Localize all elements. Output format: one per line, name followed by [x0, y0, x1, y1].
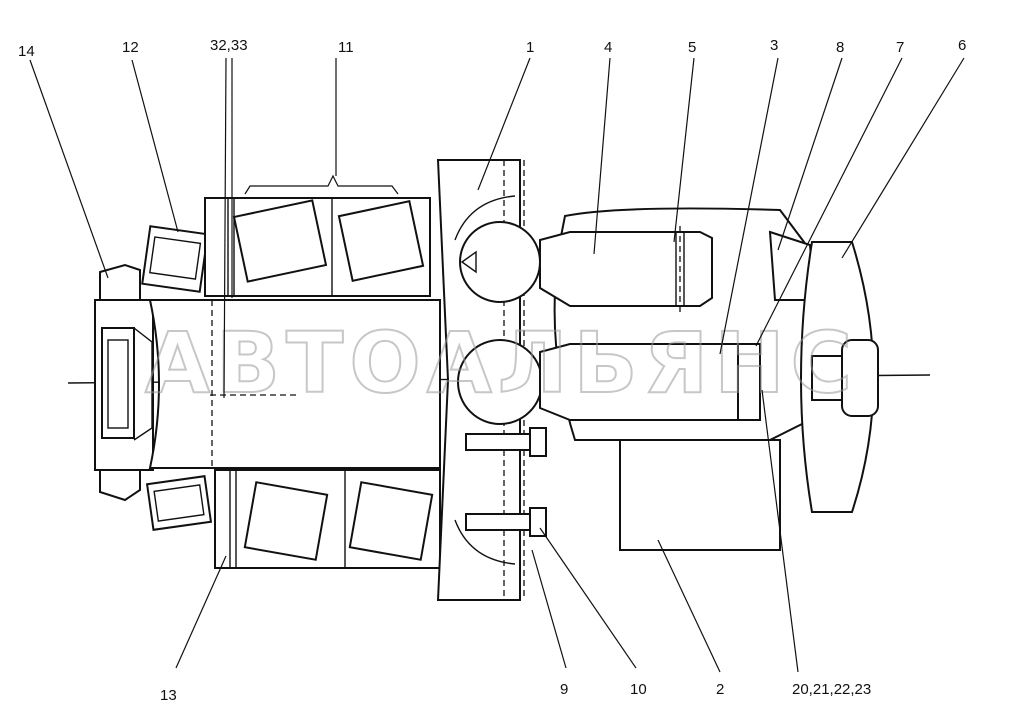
- callout-12: 12: [122, 39, 139, 56]
- leader-7: [755, 57, 903, 347]
- callout-2: 2: [716, 681, 724, 698]
- bearing-housing-upper: [204, 197, 431, 297]
- leader-5: [673, 57, 695, 243]
- flange-bolt-lower: [465, 507, 547, 537]
- leader-1: [477, 57, 531, 191]
- flange-bolt-upper: [465, 427, 547, 457]
- leader-9: [531, 549, 567, 669]
- brace-11: [244, 174, 399, 195]
- callout-14: 14: [18, 43, 35, 60]
- callout-6: 6: [958, 37, 966, 54]
- piston-lower: [539, 343, 761, 421]
- drive-shaft: [148, 299, 441, 469]
- piston-upper: [539, 226, 713, 312]
- leader-20-23: [761, 389, 799, 673]
- callout-4: 4: [604, 39, 612, 56]
- callout-9: 9: [560, 681, 568, 698]
- leader-3: [719, 57, 779, 355]
- callout-3: 3: [770, 37, 778, 54]
- callout-32-33: 32,33: [210, 37, 248, 54]
- callout-11: 11: [338, 39, 354, 56]
- callout-5: 5: [688, 39, 696, 56]
- callout-10: 10: [630, 681, 647, 698]
- end-cover: [800, 241, 879, 513]
- leader-13: [175, 555, 227, 669]
- ball-joint-upper: [459, 221, 541, 303]
- bearing-12-upper: [141, 225, 209, 293]
- leader-10: [539, 527, 637, 669]
- leader-4: [593, 57, 611, 255]
- leader-14: [29, 59, 109, 279]
- shaft-end-nut: [94, 263, 154, 502]
- leader-2: [657, 539, 721, 673]
- callout-1: 1: [526, 39, 534, 56]
- leader-8: [777, 57, 843, 251]
- leader-32-33: [223, 57, 227, 399]
- callout-7: 7: [896, 39, 904, 56]
- leader-12: [131, 59, 179, 233]
- callout-13: 13: [160, 687, 177, 704]
- leader-6: [841, 57, 965, 259]
- bearing-housing-lower: [214, 469, 441, 569]
- watermark: АВТОАЛЬЯНС: [145, 314, 858, 412]
- callout-20-23: 20,21,22,23: [792, 681, 871, 698]
- bearing-12-lower: [145, 475, 213, 531]
- callout-8: 8: [836, 39, 844, 56]
